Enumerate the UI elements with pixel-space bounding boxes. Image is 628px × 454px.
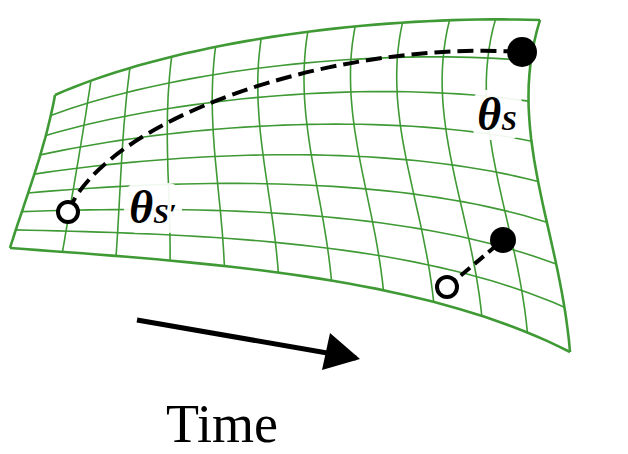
grid-line: [351, 26, 384, 290]
grid-line: [34, 155, 538, 182]
filled-point: [490, 227, 516, 253]
grid-line: [28, 183, 547, 222]
parameter-label: θS′: [124, 183, 181, 233]
axis-label: Time: [166, 397, 278, 451]
grid-line: [16, 230, 565, 307]
grid-line: [51, 57, 531, 116]
hollow-point: [58, 202, 78, 222]
surface-grid: [10, 19, 570, 352]
parameter-label: θS: [472, 90, 521, 140]
time-arrowhead: [322, 333, 360, 370]
hollow-point: [437, 277, 457, 297]
grid-line: [46, 92, 529, 136]
filled-point: [507, 37, 537, 67]
grid-line: [529, 20, 571, 352]
time-arrow: [137, 320, 356, 358]
grid-line: [10, 248, 570, 352]
grid-line: [40, 124, 531, 155]
